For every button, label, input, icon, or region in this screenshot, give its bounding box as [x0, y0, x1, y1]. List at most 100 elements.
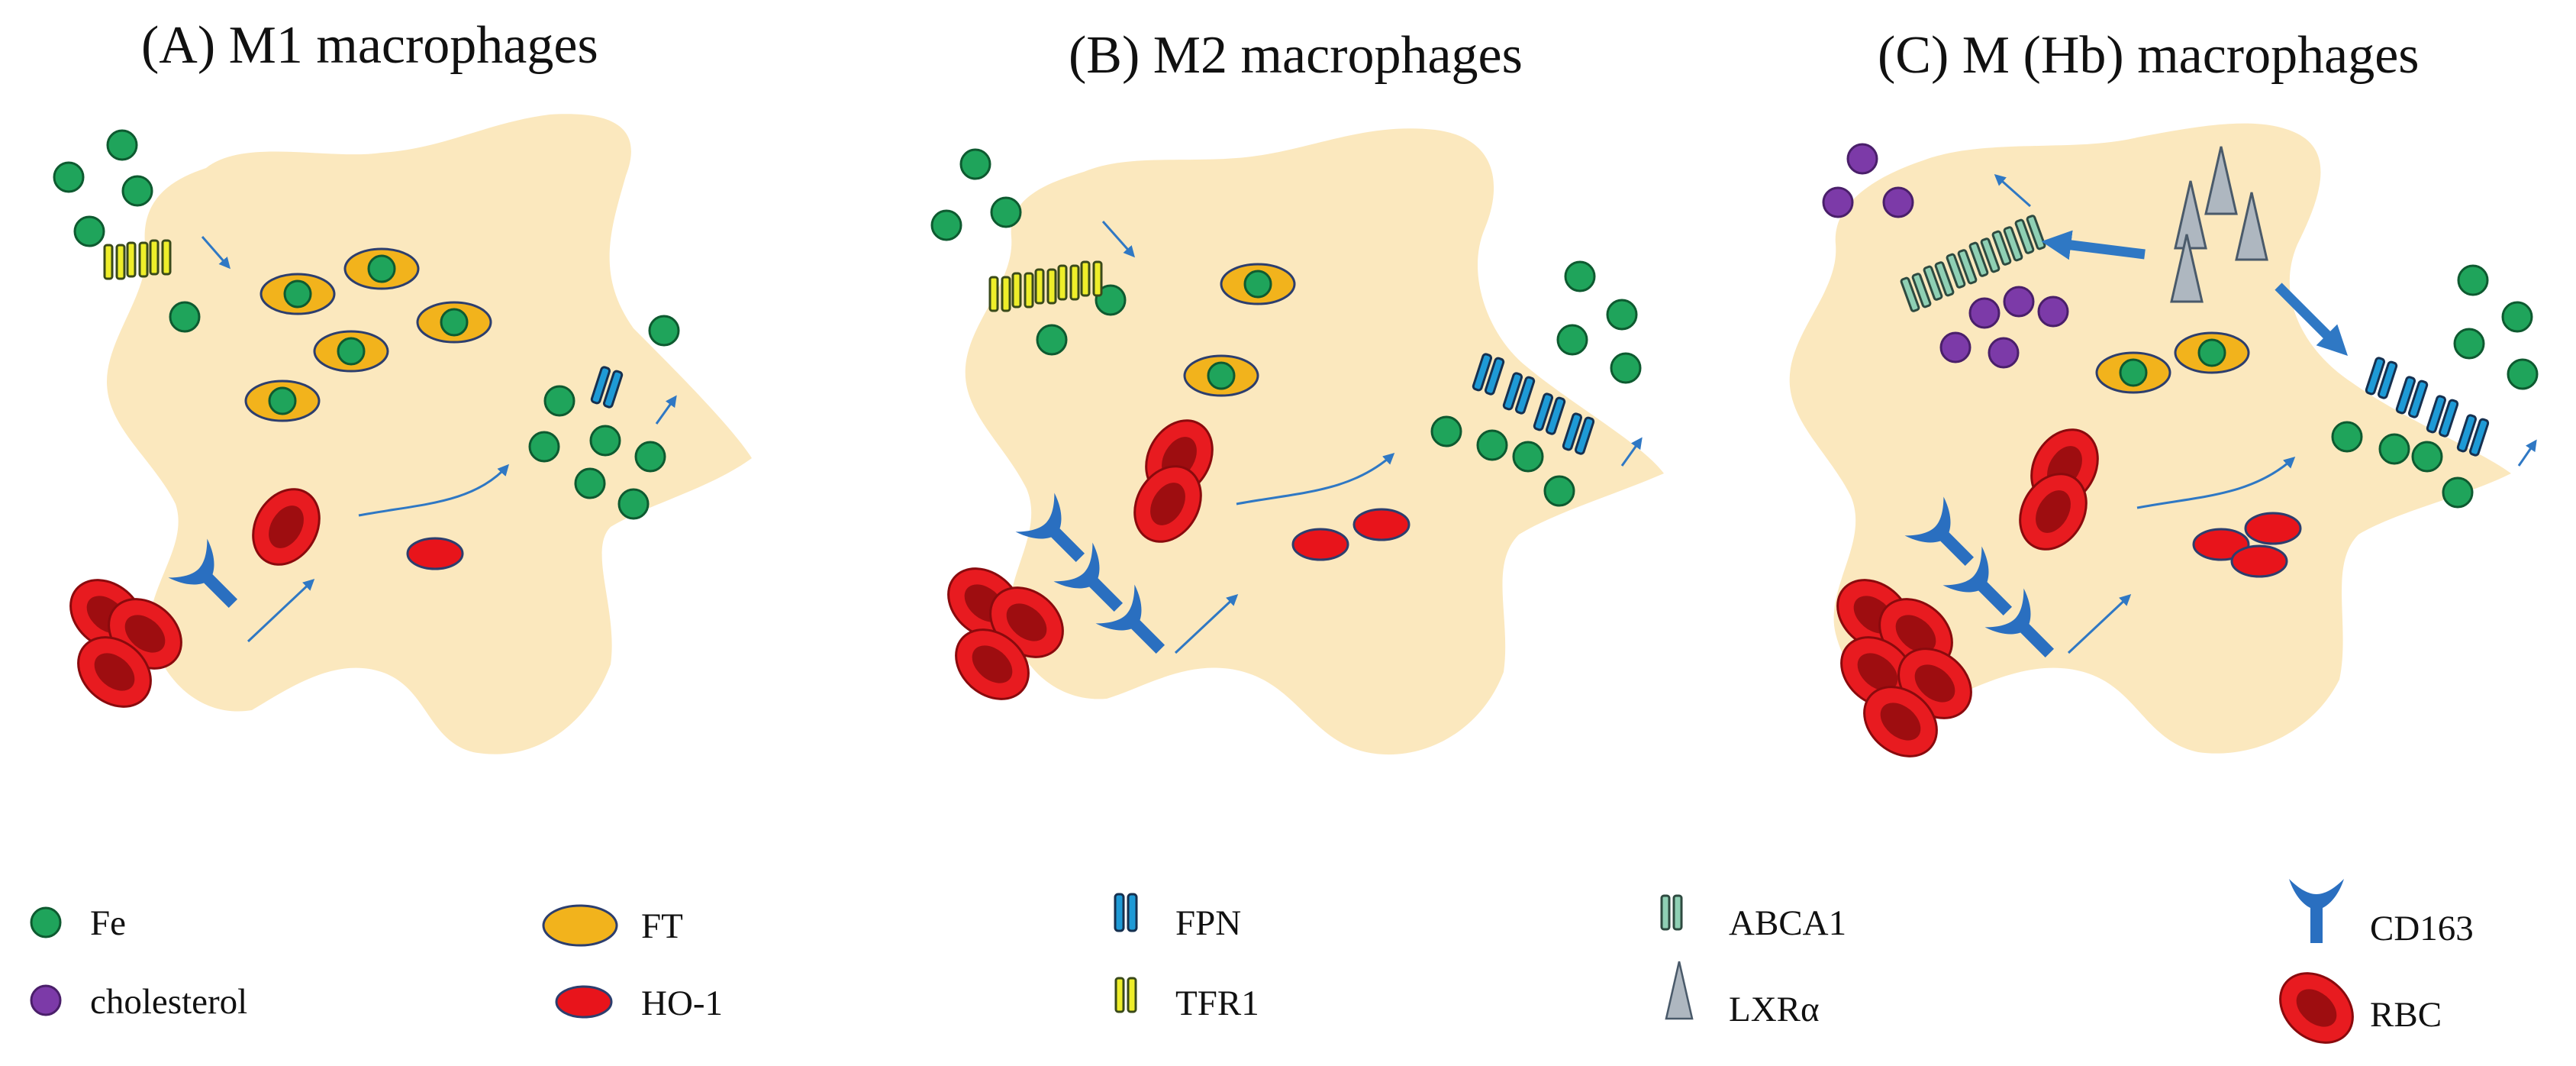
export-arrow — [1620, 437, 1643, 467]
uptake-arrow — [1101, 221, 1135, 258]
fe-icon — [634, 441, 666, 473]
ho1-icon — [2230, 544, 2288, 578]
ferroportin-icon — [2425, 394, 2460, 438]
fe-icon — [2507, 358, 2539, 390]
fe-icon — [1512, 441, 1544, 473]
fe-icon — [1606, 299, 1638, 331]
transport-arrow — [1236, 452, 1395, 506]
legend-item-lxra: LXRα — [1665, 960, 1820, 1029]
export-arrow — [2517, 439, 2537, 467]
fe-icon — [1610, 352, 1642, 384]
legend-item-fe: Fe — [30, 903, 126, 943]
red-blood-cell-icon — [2265, 958, 2368, 1058]
fe-icon — [1543, 475, 1575, 507]
ho1-icon — [2244, 512, 2302, 545]
lxr-alpha-icon — [1665, 960, 1694, 1020]
fe-icon — [959, 148, 991, 180]
fe-icon — [73, 215, 105, 247]
cholesterol-icon — [2037, 296, 2069, 328]
fe-icon — [2501, 301, 2533, 333]
tfr1-icon — [103, 244, 126, 280]
panel-m1 — [53, 114, 752, 754]
fe-icon — [30, 906, 62, 938]
cell-body-m1 — [107, 114, 752, 754]
lxr-to-fpn-arrow — [2275, 283, 2349, 357]
ho1-icon — [406, 537, 464, 570]
legend-item-tfr1: TFR1 — [1114, 977, 1259, 1023]
uptake-arrow — [201, 236, 231, 270]
fe-icon — [1430, 415, 1462, 447]
ferritin-icon — [244, 380, 321, 422]
legend-item-rbc: RBC — [2265, 958, 2442, 1058]
fe-icon — [2442, 476, 2474, 509]
fe-icon — [543, 385, 575, 417]
efflux-arrow — [1994, 174, 2031, 208]
uptake-arrow — [2067, 593, 2132, 654]
fe-icon — [121, 175, 153, 207]
fe-icon — [2453, 328, 2485, 360]
cholesterol-icon — [1988, 337, 2020, 369]
ferritin-icon — [542, 904, 618, 947]
cholesterol-icon — [30, 984, 62, 1016]
ferroportin-icon — [2394, 375, 2429, 419]
ferritin-icon — [416, 301, 492, 344]
fe-icon — [930, 209, 962, 241]
transport-arrow — [2136, 456, 2296, 509]
legend-item-ft: FT — [542, 904, 683, 947]
cholesterol-icon — [1968, 297, 2001, 329]
legend-label-lxra: LXRα — [1729, 990, 1820, 1029]
fe-icon — [574, 467, 606, 499]
cd163-receptor-icon — [2289, 879, 2344, 943]
fe-icon — [1564, 260, 1596, 292]
fe-icon — [1036, 324, 1068, 356]
ferroportin-icon — [2455, 413, 2491, 457]
panel-title-m2: (B) M2 macrophages — [1069, 26, 1523, 85]
cholesterol-icon — [2003, 286, 2035, 318]
tfr1-icon — [1114, 977, 1137, 1013]
fe-icon — [2331, 421, 2363, 453]
legend-label-ft: FT — [641, 906, 683, 946]
ferritin-icon — [260, 273, 336, 315]
ferritin-icon — [1220, 263, 1296, 305]
uptake-arrow — [1174, 593, 1239, 654]
fe-icon — [2411, 441, 2443, 473]
transport-arrow — [358, 464, 510, 517]
legend-label-cholesterol: cholesterol — [90, 982, 247, 1022]
cholesterol-icon — [1939, 331, 1971, 363]
cholesterol-icon — [1882, 186, 1914, 218]
legend-item-ho1: HO-1 — [555, 984, 723, 1023]
cholesterol-icon — [1822, 186, 1854, 218]
legend-item-fpn: FPN — [1114, 893, 1241, 943]
ferritin-icon — [2174, 331, 2250, 374]
fe-icon — [990, 196, 1022, 228]
abca1-icon — [1660, 894, 1683, 931]
fe-icon — [1556, 324, 1588, 356]
cell-body-m2 — [965, 128, 1664, 755]
ferritin-icon — [2095, 351, 2171, 394]
cholesterol-icon — [1846, 143, 1878, 175]
ho1-icon — [1291, 528, 1349, 561]
fe-icon — [648, 315, 680, 347]
fe-icon — [617, 488, 650, 520]
ferroportin-icon — [2364, 356, 2399, 400]
fe-icon — [589, 425, 621, 457]
export-arrow — [655, 395, 677, 425]
panel-m2 — [930, 128, 1664, 755]
legend-label-tfr1: TFR1 — [1175, 984, 1259, 1023]
ferritin-icon — [1183, 354, 1259, 397]
legend-label-ho1: HO-1 — [641, 984, 723, 1023]
legend-label-rbc: RBC — [2370, 995, 2442, 1035]
lxr-to-abca1-arrow — [2041, 230, 2146, 260]
fe-icon — [2378, 433, 2410, 465]
legend-item-abca1: ABCA1 — [1660, 894, 1846, 943]
ho1-icon — [1352, 508, 1411, 541]
ferritin-icon — [343, 247, 420, 290]
panel-mhb — [1789, 123, 2539, 772]
fe-icon — [1476, 429, 1508, 461]
uptake-arrow — [247, 578, 315, 643]
legend: Fe cholesterol FT HO-1 FPN TFR1 ABCA1 L — [30, 879, 2474, 1058]
legend-label-abca1: ABCA1 — [1729, 903, 1846, 943]
panel-title-mhb: (C) M (Hb) macrophages — [1878, 26, 2420, 85]
legend-label-cd163: CD163 — [2370, 909, 2474, 948]
